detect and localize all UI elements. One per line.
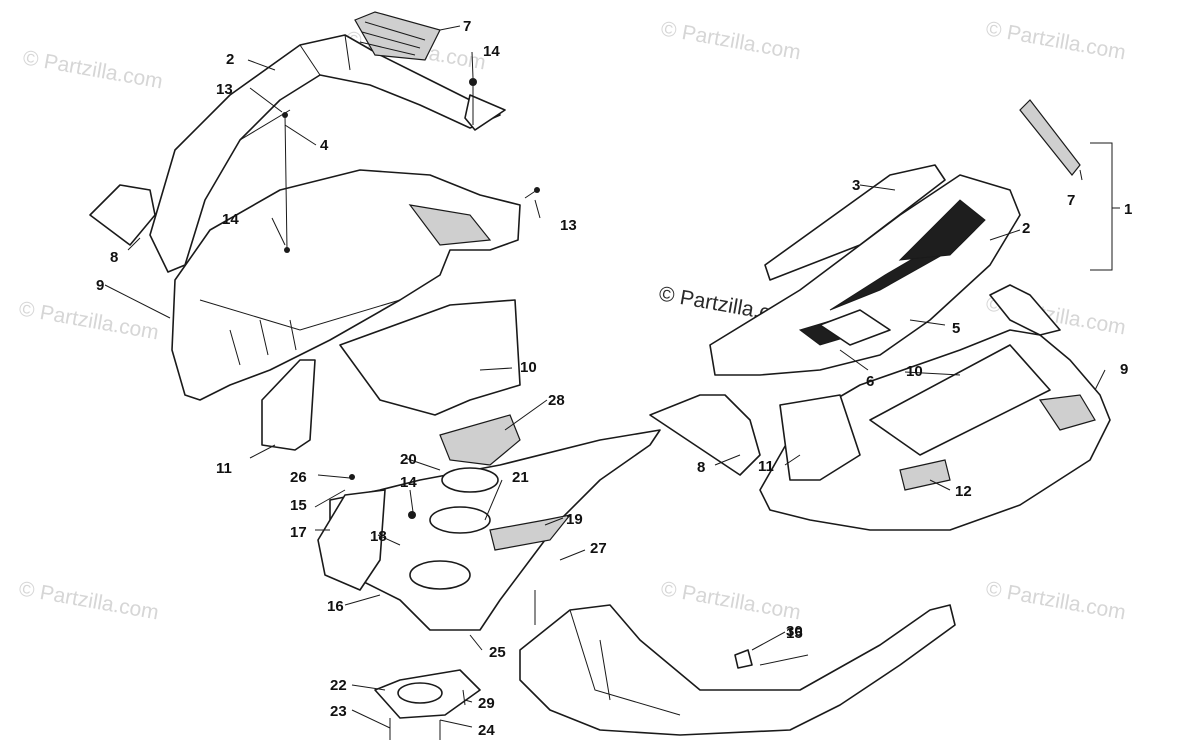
callout-label: 6 [866, 373, 874, 390]
watermark: © Partzilla.com [21, 46, 164, 93]
grommet-hole [409, 560, 471, 590]
callout-label: 29 [478, 695, 495, 712]
watermark: © Partzilla.com [17, 577, 160, 624]
lower-rail-assembly [519, 604, 956, 736]
side-panel-right-part [649, 394, 761, 476]
callout-label: 19 [566, 511, 583, 528]
grommet-hole [429, 506, 491, 534]
callout-label: 5 [952, 320, 960, 337]
callout-label: 21 [512, 469, 529, 486]
callout-label: 30 [786, 623, 803, 640]
callout-label: 3 [852, 177, 860, 194]
callout-label: 27 [590, 540, 607, 557]
callout-label: 14 [222, 211, 239, 228]
callout-label: 14 [483, 43, 500, 60]
callout-label: 15 [786, 625, 803, 642]
callout-label: 26 [290, 469, 307, 486]
group-bracket [1090, 142, 1113, 271]
callout-label: 22 [330, 677, 347, 694]
callout-label: 8 [110, 249, 118, 266]
watermark: © Partzilla.com [984, 17, 1127, 64]
grommet-hole [441, 467, 499, 493]
right-hood-assembly [649, 99, 1120, 531]
callout-label: 28 [548, 392, 565, 409]
callout-label: 1 [1124, 201, 1132, 218]
callout-label: 9 [96, 277, 104, 294]
callout-label: 23 [330, 703, 347, 720]
callout-label: 2 [226, 51, 234, 68]
foam-panel-part [339, 299, 521, 416]
decal-top-part [764, 164, 946, 281]
mount-bracket-part [317, 489, 386, 591]
callout-label: 7 [463, 18, 471, 35]
callout-label: 2 [1022, 220, 1030, 237]
callout-label: 10 [520, 359, 537, 376]
callout-label: 15 [290, 497, 307, 514]
watermark: © Partzilla.com [659, 577, 802, 624]
callout-label: 11 [216, 460, 232, 477]
callout-label: 10 [906, 363, 923, 380]
callout-label: 24 [478, 722, 495, 739]
callout-label: 4 [320, 137, 329, 154]
callout-label: 8 [697, 459, 705, 476]
vent-right-part [1019, 99, 1081, 176]
callout-label: 9 [1120, 361, 1128, 378]
leader-lines [104, 25, 1106, 729]
callout-label: 18 [370, 528, 387, 545]
plate-part [439, 414, 521, 466]
small-panel-right-part [779, 394, 861, 481]
watermark: © Partzilla.com [984, 577, 1127, 624]
callout-label: 25 [489, 644, 506, 661]
left-hood-assembly [89, 11, 540, 451]
bracket-part [464, 94, 506, 131]
callout-label: 13 [216, 81, 233, 98]
side-panel-left-part [89, 184, 156, 246]
callout-label: 11 [758, 458, 774, 475]
callout-label: 13 [560, 217, 577, 234]
callout-label: 20 [400, 451, 417, 468]
watermark: © Partzilla.com [17, 297, 160, 344]
callout-label: 16 [327, 598, 344, 615]
callout-label: 7 [1067, 192, 1075, 209]
small-panel-left-part [261, 359, 316, 451]
rail-part [519, 604, 956, 736]
callout-label: 12 [955, 483, 972, 500]
callout-label: 14 [400, 474, 417, 491]
belly-pan-assembly [317, 414, 661, 740]
callout-labels: 1 2 2 3 4 5 6 7 7 8 8 9 9 10 10 11 11 12… [96, 18, 1132, 739]
watermark: © Partzilla.com [659, 17, 802, 64]
callout-label: 17 [290, 524, 307, 541]
